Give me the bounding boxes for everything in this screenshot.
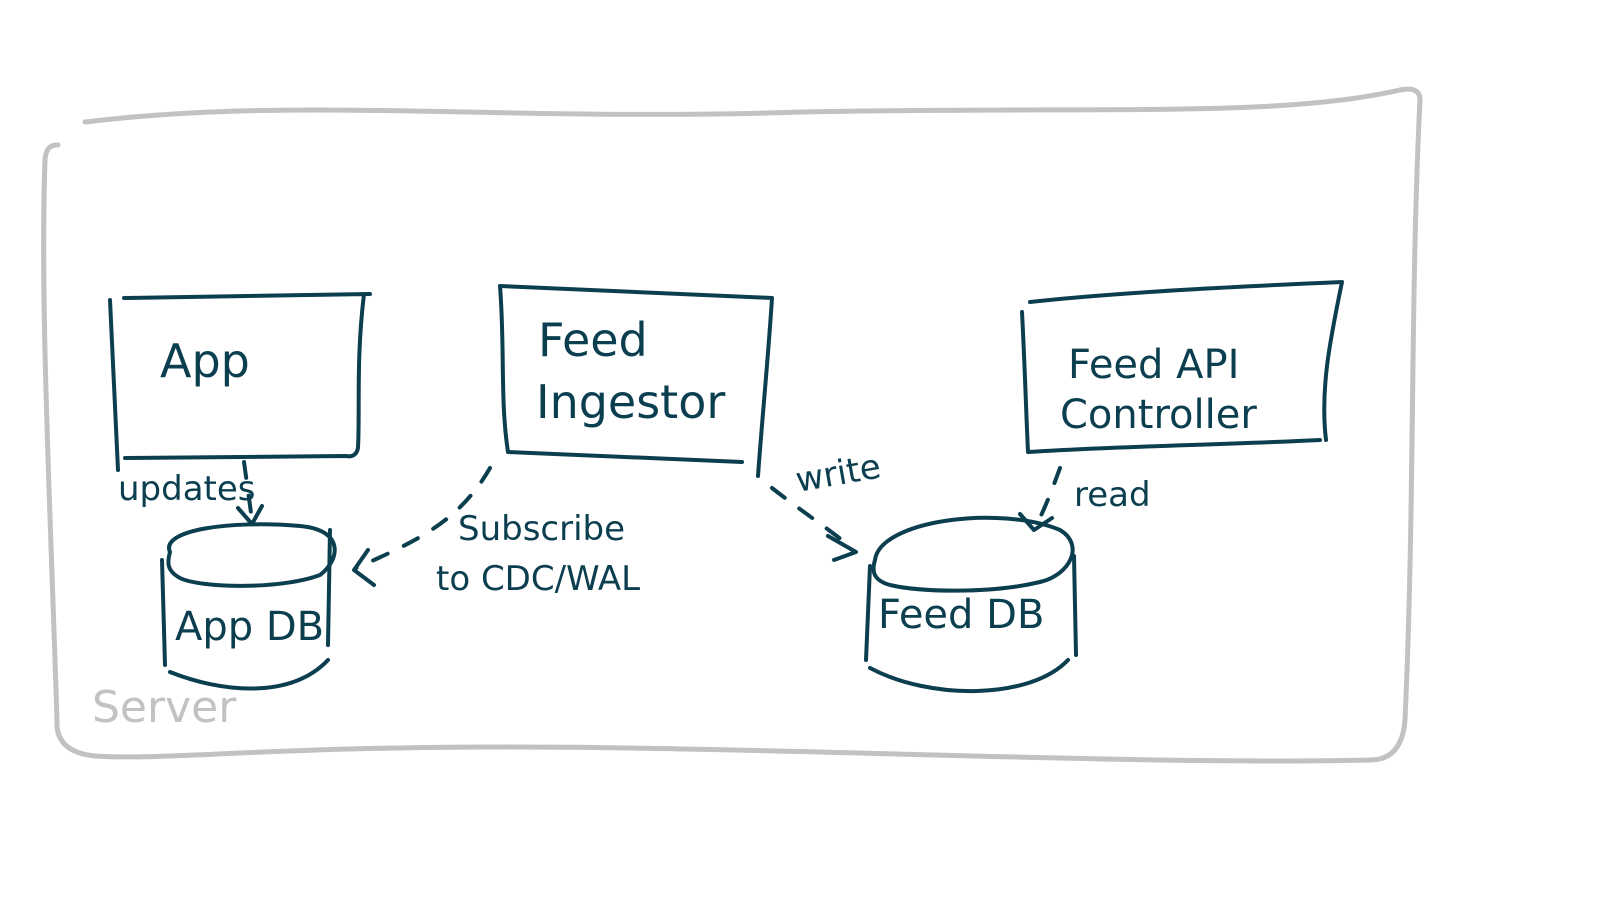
- edge-write-label: write: [793, 447, 884, 501]
- app-db-cylinder: App DB: [160, 522, 337, 691]
- app-db-label: App DB: [175, 604, 324, 650]
- edge-ingestor-to-app-db: Subscribe to CDC/WAL: [352, 466, 640, 599]
- edge-app-to-app-db: updates: [118, 460, 264, 526]
- edge-ingestor-to-feed-db: write: [770, 447, 884, 562]
- edge-updates-label: updates: [118, 469, 256, 509]
- edge-read-label: read: [1074, 475, 1151, 515]
- server-label: Server: [92, 682, 237, 733]
- app-box: App: [108, 292, 372, 472]
- server-container: Server: [41, 86, 1423, 764]
- feed-db-label: Feed DB: [878, 592, 1044, 638]
- app-label: App: [160, 334, 250, 388]
- feed-api-label-line1: Feed API: [1068, 342, 1239, 388]
- feed-ingestor-label-line1: Feed: [538, 313, 648, 367]
- feed-api-controller-box: Feed API Controller: [1020, 280, 1344, 454]
- feed-ingestor-box: Feed Ingestor: [498, 284, 774, 478]
- feed-api-label-line2: Controller: [1060, 392, 1257, 438]
- edge-subscribe-label-line1: Subscribe: [458, 509, 625, 549]
- feed-db-cylinder: Feed DB: [864, 515, 1078, 694]
- edge-api-to-feed-db: read: [1018, 466, 1151, 532]
- feed-ingestor-label-line2: Ingestor: [536, 375, 725, 429]
- edge-subscribe-label-line2: to CDC/WAL: [436, 559, 640, 599]
